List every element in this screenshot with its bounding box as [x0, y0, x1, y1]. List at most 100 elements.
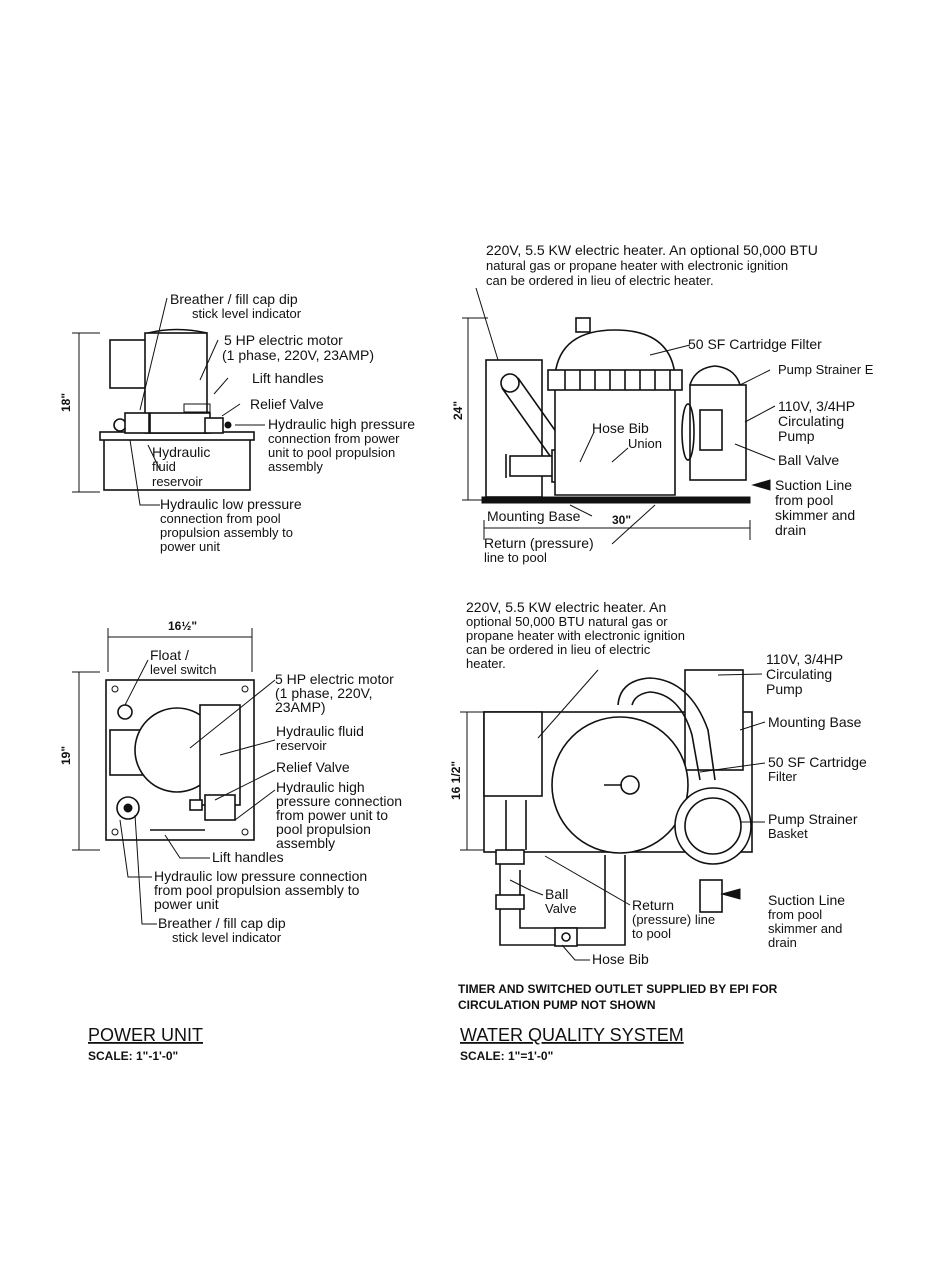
label-return-2: line to pool [484, 550, 547, 565]
label-plan-hp-4: pool propulsion [276, 821, 371, 837]
label-hp-conn-3: unit to pool propulsion [268, 445, 395, 460]
label-suction-4: drain [775, 522, 806, 538]
footer: TIMER AND SWITCHED OUTLET SUPPLIED BY EP… [88, 982, 778, 1063]
label-cartridge-filter: 50 SF Cartridge Filter [688, 336, 822, 352]
plan-label-suction-2: from pool [768, 907, 822, 922]
cartridge-filter-shape [554, 329, 676, 496]
mounting-base-bar [481, 496, 751, 504]
label-motor-1: 5 HP electric motor [224, 332, 343, 348]
dim-16-5: 16½" [168, 619, 197, 633]
label-reservoir-3: reservoir [152, 474, 203, 489]
label-pump-3: Pump [778, 428, 815, 444]
plan-label-pump-1: 110V, 3/4HP [766, 651, 843, 667]
water-quality-plan-view: 220V, 5.5 KW electric heater. An optiona… [449, 599, 867, 967]
label-pump-2: Circulating [778, 413, 844, 429]
plan-label-pump-2: Circulating [766, 666, 832, 682]
heater-note-2: natural gas or propane heater with elect… [486, 258, 788, 273]
label-plan-motor-2: (1 phase, 220V, [275, 685, 373, 701]
plan-label-strainer-1: Pump Strainer [768, 811, 858, 827]
plan-heater-4: can be ordered in lieu of electric [466, 642, 651, 657]
label-hose-bib: Hose Bib [592, 420, 649, 436]
label-mounting-base: Mounting Base [487, 508, 581, 524]
label-pump-strainer: Pump Strainer E [778, 362, 874, 377]
plan-label-ball-2: Valve [545, 901, 577, 916]
power-unit-side-view: 18" Breather / fill cap dip stick level … [59, 291, 415, 554]
plan-label-suction-4: drain [768, 935, 797, 950]
label-ball-valve: Ball Valve [778, 452, 839, 468]
label-hp-conn-4: assembly [268, 459, 323, 474]
label-plan-motor-3: 23AMP) [275, 699, 326, 715]
motor-shape [109, 339, 149, 389]
dim-24: 24" [451, 401, 465, 420]
label-suction-3: skimmer and [775, 507, 855, 523]
plan-heater-5: heater. [466, 656, 506, 671]
power-unit-title: POWER UNIT [88, 1025, 203, 1045]
power-unit-scale: SCALE: 1"-1'-0" [88, 1049, 178, 1063]
plan-label-filter-1: 50 SF Cartridge [768, 754, 867, 770]
plan-label-mounting: Mounting Base [768, 714, 862, 730]
label-hp-conn-2: connection from power [268, 431, 400, 446]
plan-label-return-2: (pressure) line [632, 912, 715, 927]
label-plan-hp-5: assembly [276, 835, 335, 851]
label-pump-1: 110V, 3/4HP [778, 398, 855, 414]
label-relief-valve: Relief Valve [250, 396, 324, 412]
hydraulic-reservoir-shape [103, 437, 251, 491]
label-plan-breather-1: Breather / fill cap dip [158, 915, 286, 931]
water-quality-scale: SCALE: 1"=1'-0" [460, 1049, 553, 1063]
label-reservoir-1: Hydraulic [152, 444, 210, 460]
plan-heater-3: propane heater with electronic ignition [466, 628, 685, 643]
plan-heater-1: 220V, 5.5 KW electric heater. An [466, 599, 666, 615]
plan-label-suction-3: skimmer and [768, 921, 842, 936]
label-hp-conn-1: Hydraulic high pressure [268, 416, 415, 432]
label-plan-hp-3: from power unit to [276, 807, 388, 823]
plan-label-suction-1: Suction Line [768, 892, 845, 908]
label-suction-2: from pool [775, 492, 833, 508]
plan-heater-box [483, 711, 543, 797]
water-quality-side-view: 220V, 5.5 KW electric heater. An optiona… [451, 242, 874, 565]
plan-label-ball-1: Ball [545, 886, 568, 902]
label-union: Union [628, 436, 662, 451]
water-quality-title: WATER QUALITY SYSTEM [460, 1025, 684, 1045]
timer-note-2: CIRCULATION PUMP NOT SHOWN [458, 998, 656, 1012]
label-lp-conn-2: connection from pool [160, 511, 281, 526]
label-plan-hp-2: pressure connection [276, 793, 402, 809]
label-motor-2: (1 phase, 220V, 23AMP) [222, 347, 374, 363]
label-float-2: level switch [150, 662, 216, 677]
plan-label-pump-3: Pump [766, 681, 803, 697]
label-plan-lp-1: Hydraulic low pressure connection [154, 868, 367, 884]
label-plan-breather-2: stick level indicator [172, 930, 282, 945]
label-plan-lp-2: from pool propulsion assembly to [154, 882, 360, 898]
label-lp-conn-3: propulsion assembly to [160, 525, 293, 540]
label-fluid-2: reservoir [276, 738, 327, 753]
timer-note-1: TIMER AND SWITCHED OUTLET SUPPLIED BY EP… [458, 982, 778, 996]
plan-label-strainer-2: Basket [768, 826, 808, 841]
label-plan-lift: Lift handles [212, 849, 284, 865]
label-lp-conn-1: Hydraulic low pressure [160, 496, 302, 512]
label-suction-1: Suction Line [775, 477, 852, 493]
heater-note-1: 220V, 5.5 KW electric heater. An optiona… [486, 242, 818, 258]
dim-plan-16-5: 16 1/2" [449, 761, 463, 800]
dim-18: 18" [59, 393, 73, 412]
heater-note-3: can be ordered in lieu of electric heate… [486, 273, 714, 288]
plan-label-return-1: Return [632, 897, 674, 913]
label-plan-hp-1: Hydraulic high [276, 779, 365, 795]
dim-30: 30" [612, 513, 631, 527]
label-lift-handles: Lift handles [252, 370, 324, 386]
label-plan-lp-3: power unit [154, 896, 219, 912]
label-lp-conn-4: power unit [160, 539, 220, 554]
plan-pump-strainer [674, 787, 752, 865]
plan-heater-2: optional 50,000 BTU natural gas or [466, 614, 668, 629]
plan-label-hose-bib: Hose Bib [592, 951, 649, 967]
label-fluid-1: Hydraulic fluid [276, 723, 364, 739]
label-breather-1: Breather / fill cap dip [170, 291, 298, 307]
label-breather-2: stick level indicator [192, 306, 302, 321]
label-reservoir-2: fluid [152, 459, 176, 474]
label-float-1: Float / [150, 647, 189, 663]
power-unit-plan-view: 16½" 19" Float / level switch 5 HP elect… [59, 619, 402, 945]
label-plan-relief: Relief Valve [276, 759, 350, 775]
label-plan-motor-1: 5 HP electric motor [275, 671, 394, 687]
plan-label-return-3: to pool [632, 926, 671, 941]
plan-label-filter-2: Filter [768, 769, 798, 784]
